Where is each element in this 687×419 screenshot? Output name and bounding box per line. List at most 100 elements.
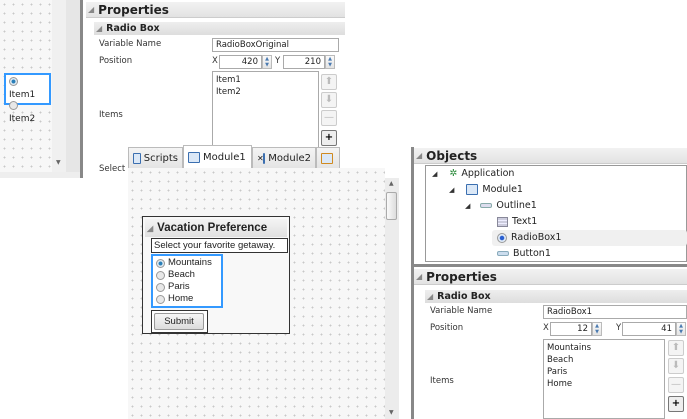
items-list[interactable]: Mountains Beach Paris Home <box>543 339 665 419</box>
tree-item-outline1[interactable]: ◢ Outline1 <box>465 200 537 211</box>
items-label: Items <box>99 110 123 120</box>
radio-label: Home <box>168 293 194 304</box>
close-icon[interactable]: ✕ <box>257 153 264 163</box>
splitter[interactable] <box>411 147 414 419</box>
panel-title: Objects <box>426 148 478 163</box>
outline-header[interactable]: ◢Vacation Preference <box>145 219 287 237</box>
move-up-button[interactable]: ⬆ <box>321 74 337 90</box>
tree-item-module1[interactable]: ◢ Module1 <box>449 184 523 195</box>
module-icon <box>466 184 479 195</box>
add-item-button[interactable]: + <box>668 396 684 412</box>
items-label: Items <box>430 376 454 386</box>
radio-option-mountains[interactable]: Mountains <box>156 257 218 269</box>
tab-module2[interactable]: ✕ Module2 <box>252 147 316 168</box>
scrollbar-thumb[interactable] <box>386 192 397 220</box>
list-item[interactable]: Item2 <box>216 87 241 97</box>
radio-icon <box>156 282 165 292</box>
x-input[interactable]: 12 <box>550 322 592 336</box>
radio-box-section-top[interactable]: ◢Radio Box <box>94 22 345 35</box>
add-item-button[interactable]: + <box>321 130 337 146</box>
variable-name-input[interactable]: RadioBoxOriginal <box>212 38 339 52</box>
move-down-button[interactable]: ⬇ <box>321 92 337 108</box>
splitter[interactable] <box>414 264 687 267</box>
list-item[interactable]: Home <box>547 379 573 389</box>
horizontal-scrollbar[interactable] <box>0 172 80 178</box>
tree-item-application[interactable]: ◢ ✲Application <box>432 168 514 179</box>
x-spinner[interactable]: ▲▼ <box>592 322 602 336</box>
form-title: Vacation Preference <box>157 222 268 234</box>
canvas-scrollbar[interactable]: ▼ <box>52 0 66 172</box>
properties-header-top[interactable]: ◢Properties <box>86 2 345 18</box>
list-item[interactable]: Mountains <box>547 343 592 353</box>
splitter[interactable] <box>80 0 83 178</box>
radio-icon <box>9 101 18 110</box>
scroll-up-icon[interactable]: ▲ <box>389 180 394 187</box>
move-up-button[interactable]: ⬆ <box>668 340 684 356</box>
text-icon <box>497 216 508 227</box>
objects-tree[interactable] <box>425 165 687 262</box>
expand-icon[interactable]: ◢ <box>465 201 471 210</box>
remove-item-button[interactable]: — <box>321 110 337 126</box>
section-title: Radio Box <box>437 291 491 302</box>
prompt-text[interactable]: Select your favorite getaway. <box>151 238 288 253</box>
tab-scripts[interactable]: Scripts <box>128 147 183 168</box>
tab-label: Module2 <box>268 152 311 164</box>
radio-icon <box>497 232 507 243</box>
tree-label: Text1 <box>512 216 538 227</box>
radio-option-beach[interactable]: Beach <box>156 269 218 281</box>
radio-label: Item1 <box>9 90 36 100</box>
radio-option-paris[interactable]: Paris <box>156 281 218 293</box>
list-item[interactable]: Item1 <box>216 75 241 85</box>
tree-label: RadioBox1 <box>511 232 562 243</box>
tab-new-module[interactable] <box>316 147 340 168</box>
radio-option-home[interactable]: Home <box>156 293 218 305</box>
radio-option[interactable]: Item2 <box>9 101 46 125</box>
expand-icon[interactable]: ◢ <box>449 185 455 194</box>
radio-label: Item2 <box>9 114 36 124</box>
radio-label: Paris <box>168 281 190 292</box>
radio-box-vacation[interactable]: Mountains Beach Paris Home <box>151 254 223 308</box>
tree-item-radiobox1[interactable]: RadioBox1 <box>497 232 561 243</box>
properties-header[interactable]: ◢Properties <box>414 269 687 285</box>
x-input[interactable]: 420 <box>219 55 262 69</box>
submit-button[interactable]: Submit <box>154 313 204 330</box>
radio-label: Mountains <box>168 257 212 268</box>
position-label: Position <box>99 56 133 66</box>
selection-highlight <box>492 230 687 246</box>
tree-label: Application <box>461 168 515 179</box>
outline-icon <box>480 203 493 208</box>
scroll-down-icon[interactable]: ▼ <box>56 159 61 166</box>
radio-option[interactable]: Item1 <box>9 77 46 101</box>
outline-vacation[interactable]: ◢Vacation Preference Select your favorit… <box>142 216 290 334</box>
vertical-scrollbar[interactable]: ▲ ▼ <box>385 178 399 419</box>
objects-header[interactable]: ◢Objects <box>414 148 687 164</box>
panel-gutter <box>66 0 80 178</box>
tree-item-button1[interactable]: Button1 <box>497 248 551 259</box>
tree-label: Module1 <box>482 184 523 195</box>
application-icon: ✲ <box>449 168 458 179</box>
radio-box-section[interactable]: ◢Radio Box <box>425 290 687 303</box>
tree-label: Button1 <box>513 248 551 259</box>
x-spinner[interactable]: ▲▼ <box>262 55 272 69</box>
tree-label: Outline1 <box>496 200 537 211</box>
y-spinner[interactable]: ▲▼ <box>325 55 335 69</box>
scroll-down-icon[interactable]: ▼ <box>389 409 394 416</box>
tab-label: Scripts <box>143 152 178 164</box>
remove-item-button[interactable]: — <box>668 377 684 393</box>
radio-box-original[interactable]: Item1 Item2 <box>4 73 51 124</box>
variable-name-input[interactable]: RadioBox1 <box>543 305 687 319</box>
tree-item-text1[interactable]: Text1 <box>497 216 537 227</box>
y-input[interactable]: 41 <box>622 322 676 336</box>
variable-name-label: Variable Name <box>99 39 162 49</box>
y-input[interactable]: 210 <box>283 55 325 69</box>
y-label: Y <box>275 56 281 66</box>
y-spinner[interactable]: ▲▼ <box>676 322 686 336</box>
move-down-button[interactable]: ⬇ <box>668 358 684 374</box>
expand-icon[interactable]: ◢ <box>432 169 438 178</box>
section-title: Radio Box <box>106 23 160 34</box>
radio-icon <box>156 294 165 304</box>
list-item[interactable]: Beach <box>547 355 574 365</box>
tab-module1[interactable]: Module1 <box>183 145 252 168</box>
list-item[interactable]: Paris <box>547 367 568 377</box>
items-list[interactable]: Item1 Item2 <box>212 71 319 149</box>
